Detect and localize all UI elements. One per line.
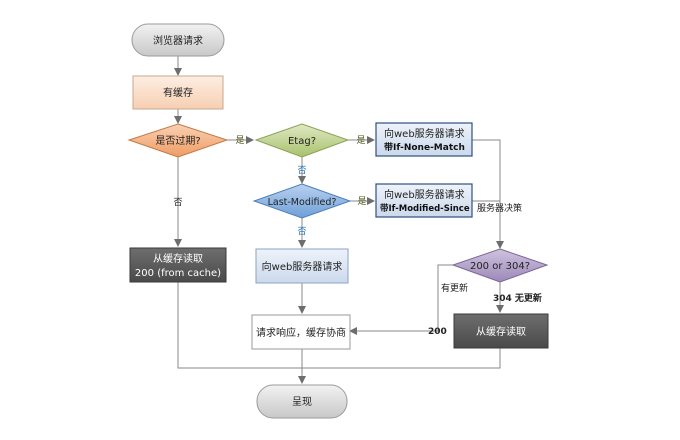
label-yes-lastmod: 是 [357,196,366,207]
node-request-if-modified-since: 向web服务器请求 带If-Modified-Since [375,183,473,218]
edge-cache-to-render [177,282,302,369]
node-has-cache: 有缓存 [132,75,224,110]
last-modified-text: Last-Modified? [268,197,337,208]
read-cache-line2: 200 (from cache) [135,268,221,279]
node-expired-decision: 是否过期? [127,123,229,158]
edge-inm-to-decision [472,139,504,249]
node-response-cache-negotiation: 请求响应，缓存协商 [251,314,351,350]
label-no-etag: 否 [297,165,306,176]
req-ims-line1: 向web服务器请求 [384,188,465,201]
expired-text: 是否过期? [155,134,200,147]
node-read-from-cache-2: 从缓存读取 [453,313,549,349]
connectors [174,56,504,384]
req-server-text: 向web服务器请求 [262,260,343,273]
label-no-lastmod: 否 [297,226,306,237]
node-etag-decision: Etag? [254,123,350,158]
browser-request-text: 浏览器请求 [153,34,203,47]
node-read-from-cache: 从缓存读取 200 (from cache) [129,247,227,283]
label-has-update: 有更新 [441,282,468,294]
label-no-update: 304 无更新 [493,292,542,304]
node-browser-request: 浏览器请求 [131,23,225,57]
node-request-if-none-match: 向web服务器请求 带If-None-Match [375,122,473,157]
node-request-server: 向web服务器请求 [255,248,349,284]
etag-text: Etag? [288,136,316,147]
req-ims-line2: 带If-Modified-Since [380,203,470,214]
node-render: 呈现 [256,384,348,419]
node-status-decision: 200 or 304? [451,248,549,283]
label-yes-expired: 是 [235,135,244,146]
label-no-expired: 否 [173,197,182,208]
edge-decision-200 [349,264,454,335]
has-cache-text: 有缓存 [163,86,193,99]
label-yes-etag: 是 [356,135,365,146]
label-code-200: 200 [428,327,447,337]
status-check-text: 200 or 304? [470,261,530,272]
response-cache-text: 请求响应，缓存协商 [256,326,346,339]
read-cache2-text: 从缓存读取 [476,325,526,338]
node-last-modified-decision: Last-Modified? [252,183,352,219]
label-server-decide: 服务器决策 [477,202,522,214]
req-inm-line2: 带If-None-Match [384,141,465,153]
req-inm-line1: 向web服务器请求 [384,127,465,140]
read-cache-line1: 从缓存读取 [153,252,203,265]
render-text: 呈现 [292,396,312,408]
edge-cache2-to-render [302,348,501,369]
